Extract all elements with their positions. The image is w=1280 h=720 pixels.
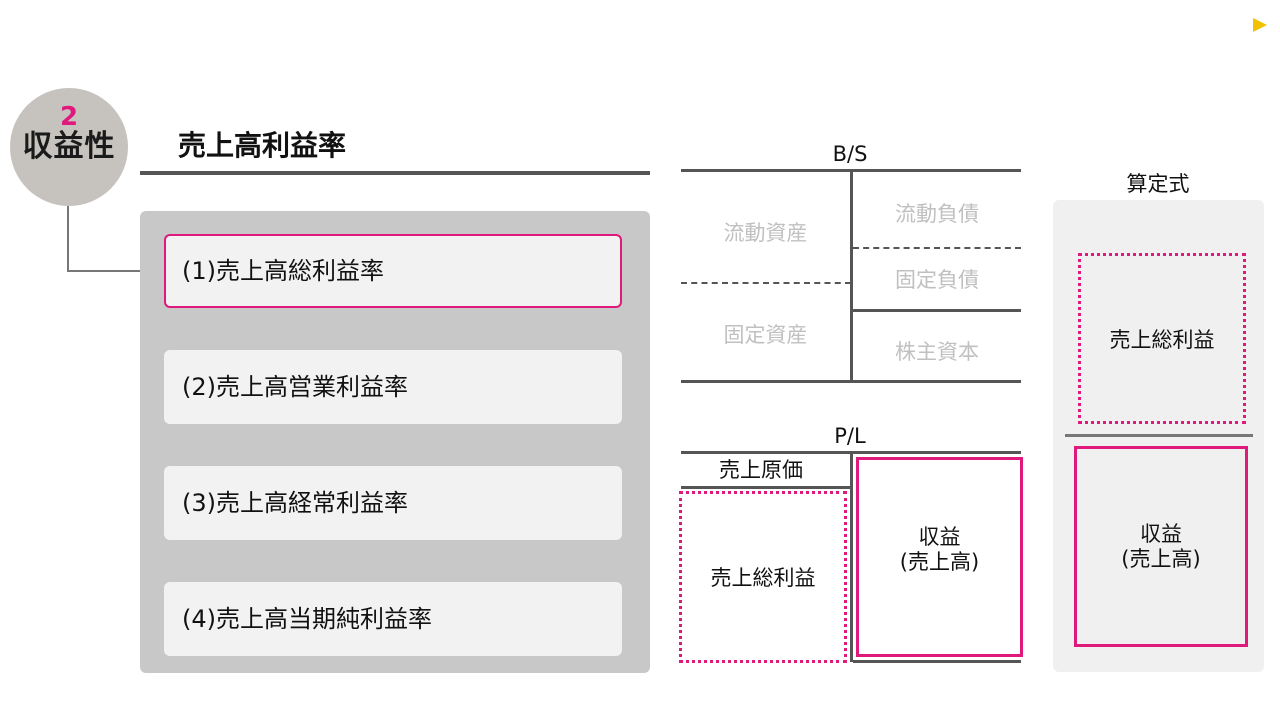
badge-label: 収益性 [22, 129, 116, 164]
formula-denominator-line1: 収益 [1140, 522, 1182, 546]
pl-revenue-label: 収益 (売上高) [856, 525, 1023, 575]
pl-revenue-box [856, 457, 1023, 657]
formula-numerator-box [1078, 253, 1246, 424]
formula-denominator-line2: (売上高) [1121, 547, 1201, 571]
pl-revenue-line1: 収益 [918, 525, 961, 549]
pl-bottom-line [853, 660, 1021, 663]
pl-gross-profit-label: 売上総利益 [710, 566, 816, 590]
bs-bottom-line [681, 380, 1021, 383]
bs-liabilities-divider [853, 247, 1021, 249]
formula-heading: 算定式 [1126, 172, 1190, 196]
pl-revenue-line2: (売上高) [899, 550, 980, 574]
page-title: 売上高利益率 [178, 129, 347, 162]
pl-gross-profit-box [679, 491, 847, 663]
section-badge: 2 収益性 [10, 88, 128, 206]
list-item-gross-margin[interactable]: (1)売上高総利益率 [164, 234, 622, 308]
formula-numerator: 売上総利益 [1109, 328, 1215, 352]
bs-equity-divider [853, 309, 1021, 312]
list-item-operating-margin[interactable]: (2)売上高営業利益率 [164, 350, 622, 424]
corner-marker-icon [1253, 18, 1267, 32]
bs-current-assets: 流動資産 [723, 221, 808, 245]
formula-denominator: 収益 (売上高) [1074, 522, 1248, 572]
connector-line [67, 206, 69, 272]
bs-center-line [850, 170, 853, 382]
bs-assets-divider [681, 282, 851, 284]
bs-fixed-liabilities: 固定負債 [895, 268, 979, 292]
formula-fraction-bar [1065, 434, 1253, 437]
title-underline [140, 171, 650, 175]
badge-number: 2 [59, 102, 79, 132]
bs-current-liabilities: 流動負債 [895, 202, 979, 226]
bs-fixed-assets: 固定資産 [723, 323, 808, 347]
pl-center-line [850, 452, 853, 662]
list-item-ordinary-margin[interactable]: (3)売上高経常利益率 [164, 466, 622, 540]
connector-line [67, 270, 142, 272]
bs-heading: B/S [832, 142, 868, 166]
pl-cost-divider [681, 486, 850, 489]
bs-equity: 株主資本 [895, 340, 979, 364]
pl-cost-of-sales: 売上原価 [719, 458, 803, 482]
formula-denominator-box [1074, 446, 1248, 647]
pl-heading: P/L [834, 424, 866, 448]
list-item-net-margin[interactable]: (4)売上高当期純利益率 [164, 582, 622, 656]
